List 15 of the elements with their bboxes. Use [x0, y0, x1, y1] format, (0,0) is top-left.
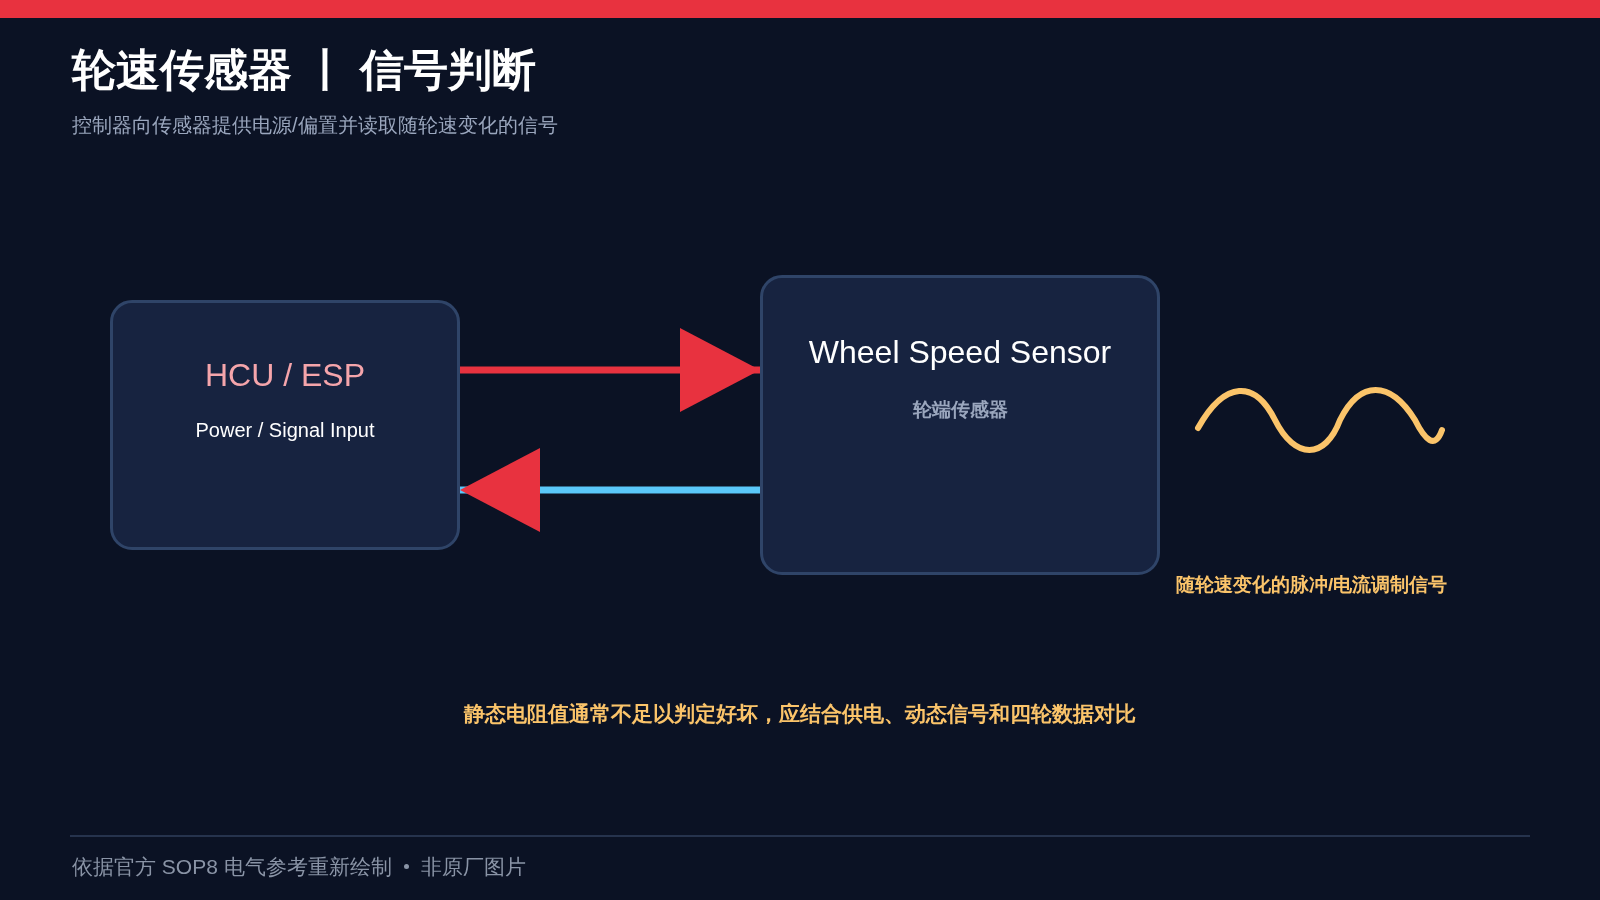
device-box	[110, 300, 460, 550]
device-box	[760, 275, 1160, 575]
top-bar	[0, 0, 1600, 18]
footer-text: 非原厂图片	[420, 854, 526, 880]
title: 轮速传感器 丨 信号判断	[72, 44, 537, 96]
device-subtitle: 轮端传感器	[912, 398, 1008, 422]
arrow	[460, 448, 760, 532]
device-subtitle: Power / Signal Input	[195, 418, 375, 443]
signal-label: 随轮速变化的脉冲/电流调制信号	[1176, 573, 1448, 597]
device-name: Wheel Speed Sensor	[808, 333, 1112, 372]
subtitle: 控制器向传感器提供电源/偏置并读取随轮速变化的信号	[72, 113, 558, 138]
device-name: HCU / ESP	[205, 356, 365, 395]
note: 静态电阻值通常不足以判定好坏，应结合供电、动态信号和四轮数据对比	[462, 701, 1137, 727]
arrow	[460, 328, 760, 412]
footer-text: 依据官方 SOP8 电气参考重新绘制	[72, 854, 392, 880]
